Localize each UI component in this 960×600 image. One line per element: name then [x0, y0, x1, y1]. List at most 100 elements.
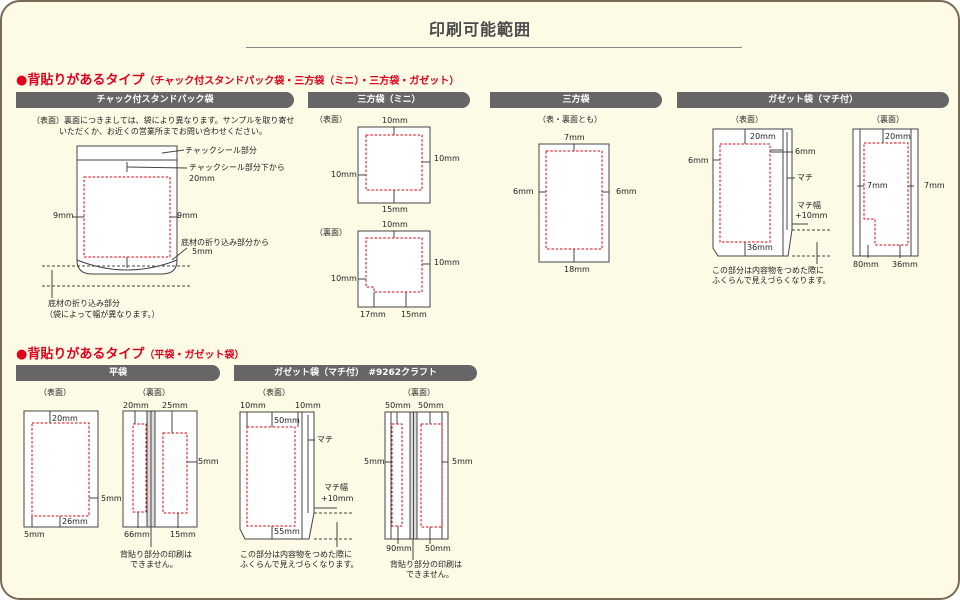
- stand-pack-diagram: [42, 145, 192, 298]
- mini-front-diagram: [357, 126, 431, 204]
- sanpo-diagram: [538, 143, 610, 263]
- stand-below-label-2: 20mm: [189, 174, 215, 183]
- kraft-note-2: ふくらんで見えづらくなります。: [240, 560, 359, 569]
- flat-front-label: （表面）: [39, 388, 71, 397]
- kraft-front-top: 50mm: [274, 416, 300, 425]
- sanpo-label: （表・裏面とも）: [538, 115, 602, 124]
- stand-note-line2: いただくか、お近くの営業所までお問い合わせください。: [59, 127, 267, 136]
- gusset-note-1: この部分は内容物をつめた際に: [712, 266, 824, 275]
- stand-right-label: 9mm: [177, 211, 198, 220]
- flat-back-diagram: [122, 410, 198, 547]
- kraft-gw-label-2: +10mm: [321, 494, 354, 503]
- gusset-front-bottom: 36mm: [747, 243, 773, 252]
- section2-subtitle: （平袋・ガゼット袋）: [144, 350, 245, 361]
- flat-front-top: 20mm: [52, 414, 78, 423]
- stand-zip-label: チャックシール部分: [185, 146, 257, 155]
- gusset-front-right: 6mm: [795, 147, 816, 156]
- kraft-note-1: この部分は内容物をつめた際に: [240, 550, 352, 559]
- stand-bottom-label-2: （袋によって幅が異なります。）: [45, 310, 160, 319]
- kraft-front-print-area: [246, 426, 296, 527]
- section2-heading: ●背貼りがあるタイプ（平袋・ガゼット袋）: [16, 343, 244, 362]
- bar-stand-pack: チャック付スタンドパック袋: [16, 92, 294, 108]
- mini-back-top: 10mm: [382, 220, 408, 229]
- kraft-back-right: 5mm: [452, 457, 473, 466]
- flat-back-tr: 25mm: [162, 401, 188, 410]
- stand-fold-label-1: 底材の折り込み部分から: [181, 238, 269, 247]
- mini-front-left: 10mm: [331, 170, 357, 179]
- flat-front-right: 5mm: [101, 494, 122, 503]
- gusset-back-br: 36mm: [892, 260, 918, 269]
- section1-title: ●背貼りがあるタイプ: [16, 73, 145, 88]
- gusset-front-label: （表面）: [731, 115, 763, 124]
- kraft-front-tr: 10mm: [295, 401, 321, 410]
- stand-below-leader: [126, 166, 188, 169]
- flat-back-tl: 20mm: [123, 401, 149, 410]
- sanpo-top: 7mm: [564, 133, 585, 142]
- sanpo-bottom: 18mm: [564, 265, 590, 274]
- section1-heading: ●背貼りがあるタイプ（チャック付スタンドパック袋・三方袋（ミニ）・三方袋・ガゼッ…: [16, 69, 459, 88]
- flat-back-print-right: [162, 432, 188, 514]
- gusset-back-diagram: [852, 128, 919, 258]
- gusset-back-label: （裏面）: [872, 115, 904, 124]
- section1-subtitle: （チャック付スタンドパック袋・三方袋（ミニ）・三方袋・ガゼット）: [144, 76, 460, 87]
- kraft-back-br: 50mm: [425, 544, 451, 553]
- kraft-front-bottom: 55mm: [274, 527, 300, 536]
- gusset-back-right: 7mm: [924, 181, 945, 190]
- kraft-front-diagram: [239, 411, 352, 547]
- flat-front-bottom: 26mm: [62, 517, 88, 526]
- kraft-front-label: （表面）: [258, 388, 290, 397]
- stand-fold-leader: [171, 247, 188, 261]
- section2-title: ●背貼りがあるタイプ: [16, 347, 145, 362]
- sanpo-left: 6mm: [513, 187, 534, 196]
- stand-zip-leader: [161, 149, 185, 154]
- stand-below-label-1: チャックシール部分下から: [189, 163, 285, 172]
- mini-back-print-area: [365, 237, 423, 293]
- gusset-back-top: 20mm: [885, 132, 911, 141]
- gusset-gw-label-1: マチ幅: [797, 201, 821, 210]
- stand-left-label: 9mm: [53, 211, 74, 220]
- gusset-front-diagram: [712, 128, 832, 264]
- gusset-front-bag: [712, 128, 784, 257]
- flat-back-bag: [122, 410, 198, 528]
- stand-fold-label-2: 5mm: [192, 247, 213, 256]
- stand-bottom-curve: [76, 259, 178, 271]
- bar-gusset: ガゼット袋（マチ付）: [677, 92, 949, 108]
- bar-kraft: ガゼット袋（マチ付） #9262クラフト: [234, 365, 477, 381]
- kraft-back-left: 5mm: [364, 457, 385, 466]
- flat-front-bl: 5mm: [24, 530, 45, 539]
- kraft-back-diagram: [384, 411, 449, 560]
- title-rule: [246, 47, 742, 48]
- mini-front-right: 10mm: [434, 154, 460, 163]
- sanpo-bag: [538, 143, 610, 263]
- gusset-note-2: ふくらんで見えづらくなります。: [712, 276, 831, 285]
- stand-note-line1: （表面）裏面につきましては、袋により異なります。サンプルを取り寄せ: [32, 116, 295, 125]
- mini-front-label: （表面）: [315, 115, 347, 124]
- kraft-gw-label-1: マチ幅: [324, 483, 348, 492]
- bar-sanpo: 三方袋: [490, 92, 662, 108]
- page-title: 印刷可能範囲: [428, 20, 531, 39]
- kraft-back-print-right: [420, 423, 443, 528]
- gusset-gw-label-2: +10mm: [795, 211, 828, 220]
- kraft-back-label: （裏面）: [403, 388, 435, 397]
- kraft-back-tr: 50mm: [418, 401, 444, 410]
- mini-back-left: 10mm: [331, 274, 357, 283]
- kraft-machi-label: マチ: [317, 435, 333, 444]
- gusset-back-print-area: [863, 142, 909, 246]
- mini-back-bag: [357, 230, 431, 308]
- flat-front-diagram: [23, 410, 99, 528]
- kraft-front-bag: [239, 411, 303, 540]
- flat-back-br: 15mm: [170, 530, 196, 539]
- mini-back-right: 10mm: [434, 258, 460, 267]
- gusset-front-left: 6mm: [688, 156, 709, 165]
- flat-note-2: できません。: [130, 560, 178, 569]
- stand-bottom-label-1: 底材の折り込み部分: [48, 299, 120, 308]
- bar-flat: 平袋: [16, 365, 220, 381]
- kraft-front-tl: 10mm: [240, 401, 266, 410]
- mini-back-bl: 17mm: [360, 310, 386, 319]
- kraft-back-tl: 50mm: [385, 401, 411, 410]
- bar-mini: 三方袋（ミニ）: [308, 92, 470, 108]
- mini-back-diagram: [357, 230, 431, 308]
- mini-back-label: （裏面）: [315, 228, 347, 237]
- sanpo-right: 6mm: [616, 187, 637, 196]
